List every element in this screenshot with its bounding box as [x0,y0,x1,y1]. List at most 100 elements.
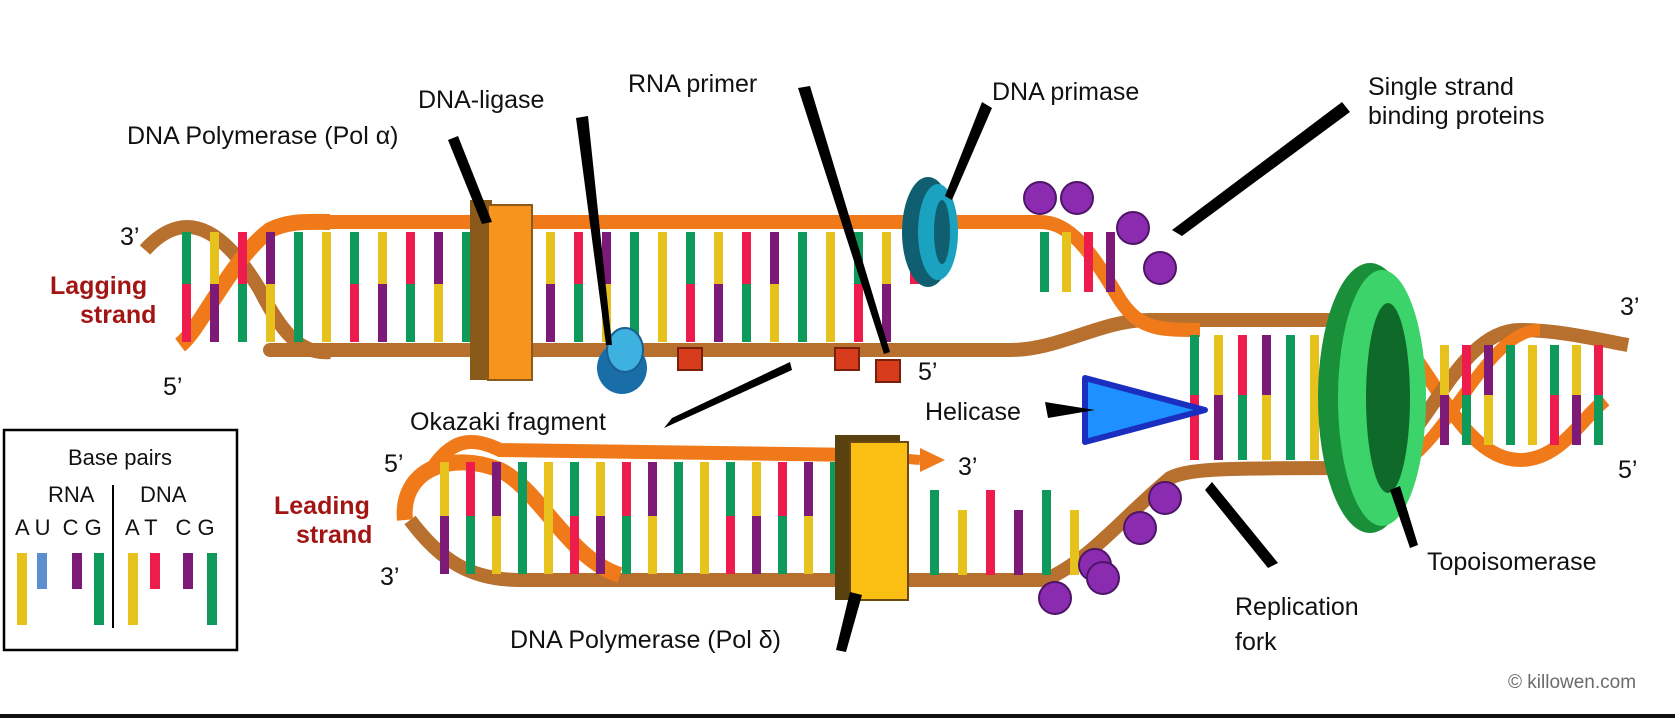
base-bar [466,516,475,574]
base-bar [1484,395,1493,445]
base-bar [1042,490,1051,575]
base-bar [752,516,761,574]
replication-fork-label-line1: Replication [1235,593,1359,621]
ssb-protein [1023,181,1057,215]
base-bar [1572,345,1581,395]
base-bar [544,516,553,574]
base-bar [1484,345,1493,395]
topoisomerase-enzyme [1318,263,1426,533]
base-bar [1040,232,1049,292]
helicase-label: Helicase [925,398,1021,426]
base-bar [434,284,443,342]
base-bar [574,284,583,342]
base-bar [986,490,995,575]
strand-labels: Lagging strand Leading strand [50,272,372,549]
base-bar [622,516,631,574]
base-bar [350,284,359,342]
base-bar [434,232,443,284]
single-strand-binding-proteins [1023,181,1182,615]
base-bar [770,284,779,342]
base-bar [1462,345,1471,395]
base-bar [266,232,275,284]
base-bar [266,284,275,342]
base-bar [778,516,787,574]
ssb-protein [1143,251,1177,285]
base-bar [238,284,247,342]
base-bar [830,516,839,574]
base-bar [798,284,807,342]
base-bar [804,462,813,516]
dna-primase-enzyme [902,177,958,287]
base-bar [1070,510,1079,575]
base-bar [294,232,303,284]
dna-polymerase-delta-label: DNA Polymerase (Pol δ) [510,626,781,654]
base-bar [854,284,863,342]
base-bar [518,516,527,574]
base-bar [1062,232,1071,292]
base-bar [1440,345,1449,395]
base-bar [630,284,639,342]
base-bar [182,284,191,342]
base-bar [700,462,709,516]
base-bar [544,462,553,516]
base-bar [658,232,667,284]
base-bar [1286,335,1295,395]
base-bar [726,516,735,574]
base-bar [686,232,695,284]
ssb-protein [1086,561,1120,595]
parent-3-prime-end: 3’ [1620,293,1639,321]
strand-end-labels: 3’ 5’ 5’ 3’ 5’ 5’ 3’ 3’ [120,223,1639,591]
legend-rna-bases: A U C G [15,515,102,540]
lagging-strand-label-line2: strand [80,301,156,329]
base-bar [462,232,471,284]
base-bar [596,516,605,574]
rna-primer-marker [834,347,860,371]
legend-dna-header: DNA [140,482,187,507]
base-bar [742,284,751,342]
base-bar [1550,345,1559,395]
base-bar [826,284,835,342]
base-bar [1262,335,1271,395]
okazaki-fragment-label: Okazaki fragment [410,408,606,436]
base-bar [546,232,555,284]
base-pair-legend: Base pairs RNA DNA A U C G A T C G [2,428,239,652]
base-bar [210,232,219,284]
dna-ligase-enzyme [597,327,647,394]
base-bar [700,516,709,574]
base-bar [574,232,583,284]
rna-primer-label: RNA primer [628,70,757,98]
base-bar [726,462,735,516]
base-bar [714,284,723,342]
base-bar [492,462,501,516]
base-bar [1594,345,1603,395]
rna-primers [677,347,901,383]
base-bar [1014,510,1023,575]
base-bar [570,462,579,516]
base-bar [778,462,787,516]
legend-rna-header: RNA [48,482,95,507]
base-bar [1310,335,1319,395]
base-bar [1190,335,1199,395]
dna-ligase-label: DNA-ligase [418,86,544,114]
base-bar [930,490,939,575]
base-bar [686,284,695,342]
base-bar [350,232,359,284]
lagging-strand-bases [182,232,1115,342]
base-bar [440,462,449,516]
base-bar [742,232,751,284]
leading-strand-label-line2: strand [296,521,372,549]
base-bar [406,232,415,284]
base-bar [752,462,761,516]
lagging-strand-label-line1: Lagging [50,272,147,300]
dna-polymerase-alpha-label: DNA Polymerase (Pol α) [127,122,398,150]
base-bar [1238,395,1247,460]
ssb-protein [1148,481,1182,515]
base-bar [1310,395,1319,460]
base-bar [830,462,839,516]
base-bar [462,284,471,342]
legend-title: Base pairs [68,445,172,470]
base-bar [570,516,579,574]
base-bar [294,284,303,342]
base-bar [798,232,807,284]
